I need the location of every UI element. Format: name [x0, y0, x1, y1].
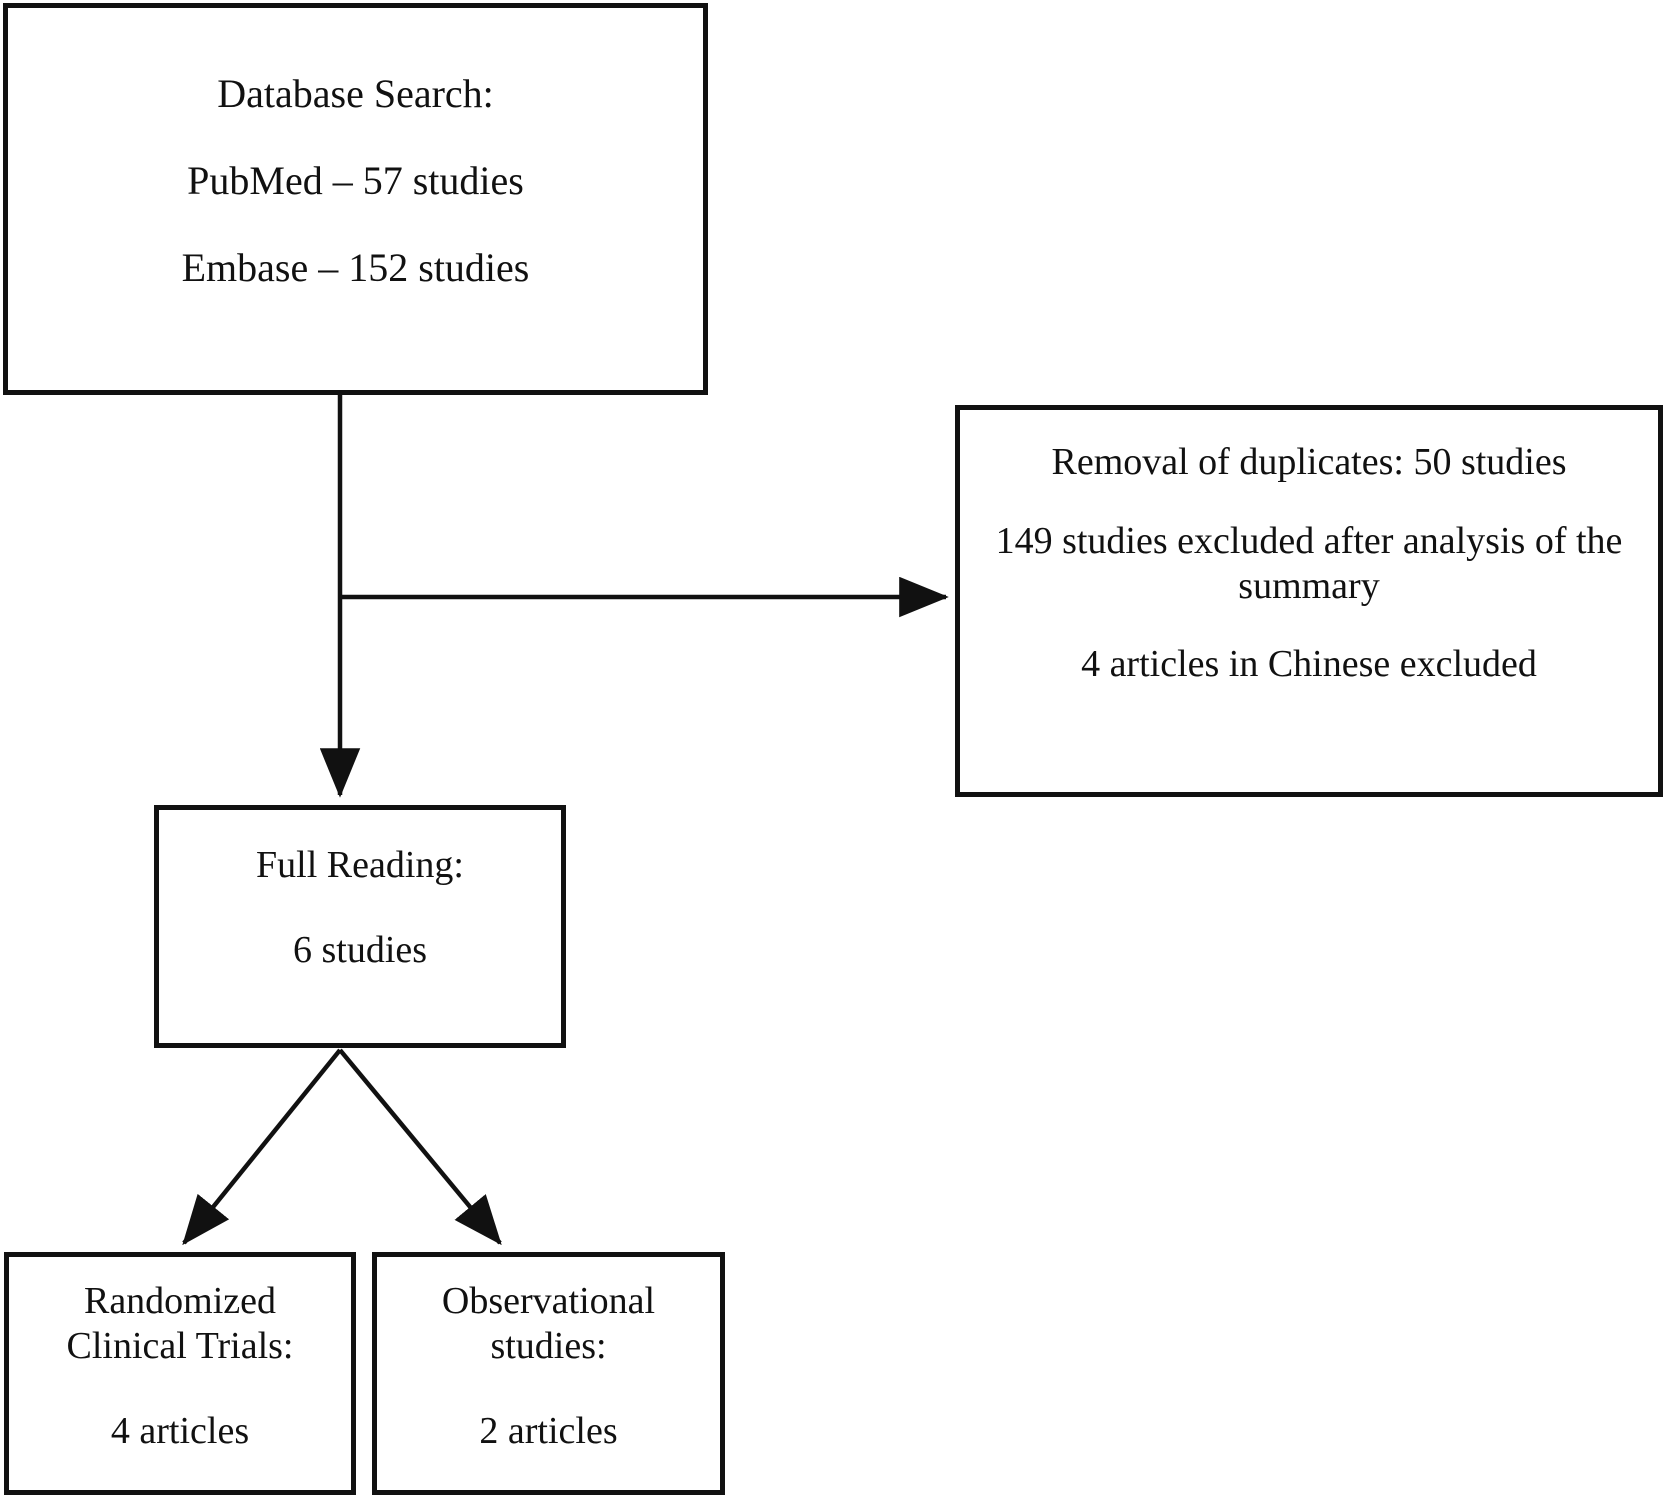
- node-observational-studies-line-3: 2 articles: [479, 1409, 618, 1452]
- node-removal-of-duplicates-line-1: Removal of duplicates: 50 studies: [1051, 441, 1567, 483]
- node-database-search-line-3: Embase – 152 studies: [181, 245, 530, 291]
- node-observational-studies-line-1: Observational: [441, 1280, 656, 1322]
- node-observational-studies-line-2: studies:: [490, 1324, 607, 1367]
- connector-full-reading-to-rct: [182, 1048, 342, 1246]
- node-randomized-clinical-trials-line-1: Randomized: [83, 1280, 277, 1322]
- node-randomized-clinical-trials-line-3: 4 articles: [110, 1409, 250, 1452]
- node-observational-studies: Observational studies: 2 articles: [372, 1252, 725, 1495]
- node-removal-of-duplicates-line-2: 149 studies excluded after analysis of t…: [995, 519, 1632, 607]
- node-randomized-clinical-trials-line-2: Clinical Trials:: [66, 1324, 294, 1367]
- node-database-search-line-2: PubMed – 57 studies: [187, 158, 524, 204]
- node-database-search: Database Search: PubMed – 57 studies Emb…: [3, 3, 708, 395]
- node-removal-of-duplicates: Removal of duplicates: 50 studies 149 st…: [955, 405, 1663, 797]
- connector-full-reading-to-observational: [338, 1048, 502, 1246]
- node-full-reading-line-2: 6 studies: [292, 928, 428, 971]
- node-randomized-clinical-trials: Randomized Clinical Trials: 4 articles: [4, 1252, 356, 1495]
- node-full-reading: Full Reading: 6 studies: [154, 805, 566, 1048]
- node-full-reading-line-1: Full Reading:: [256, 844, 464, 886]
- node-database-search-line-1: Database Search:: [217, 71, 494, 116]
- node-removal-of-duplicates-line-3: 4 articles in Chinese excluded: [1081, 643, 1537, 686]
